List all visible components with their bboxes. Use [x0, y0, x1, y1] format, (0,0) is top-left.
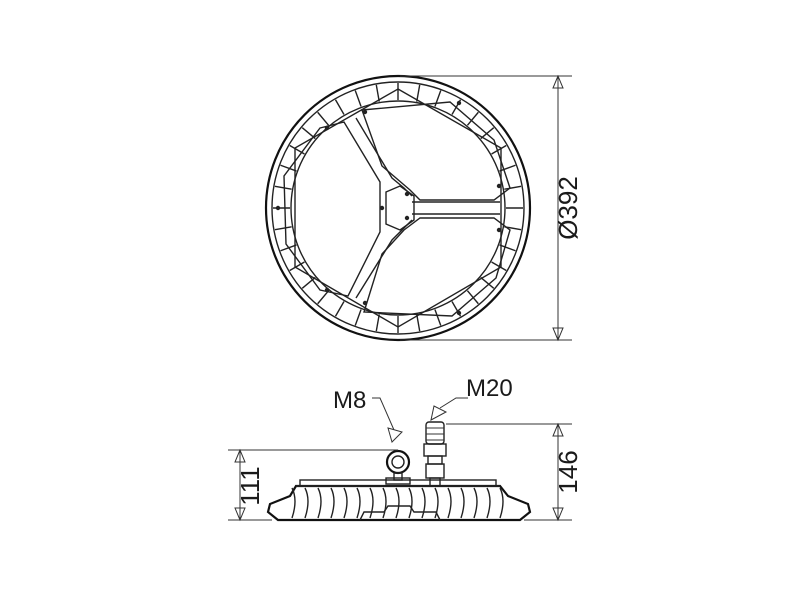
side-fin — [434, 487, 439, 519]
fin-divider — [289, 261, 305, 272]
arrow-up-icon — [552, 422, 564, 437]
diameter-dimension: Ø392 — [400, 74, 583, 342]
side-fin — [499, 487, 504, 519]
callout-m20: M20 — [430, 375, 513, 421]
inner-housing — [294, 88, 502, 328]
top-view: Ø392 — [264, 74, 583, 342]
bottom-lens-detail — [359, 505, 441, 521]
side-fins — [291, 487, 504, 519]
fin-divider — [416, 314, 421, 332]
fin-divider — [354, 90, 362, 107]
screw-icon — [496, 183, 502, 189]
cable-gland — [423, 421, 447, 487]
screw-icon — [379, 205, 385, 211]
screw-icon — [362, 109, 368, 115]
lens-panel-left — [283, 121, 381, 297]
fin-divider — [334, 99, 345, 115]
arrow-icon — [387, 427, 403, 443]
side-fin — [356, 487, 361, 519]
screw-icon — [362, 300, 368, 306]
side-fin — [382, 487, 387, 519]
height-dimension-146: 146 — [446, 422, 583, 522]
fin-divider — [301, 276, 316, 289]
lens-panel-bottom-right — [363, 217, 511, 317]
side-fin — [369, 487, 374, 519]
side-fin — [317, 487, 322, 519]
side-fin — [460, 487, 465, 519]
side-fin — [291, 487, 296, 519]
center-arm-right — [412, 201, 500, 215]
screws — [275, 100, 502, 316]
side-fin — [343, 487, 348, 519]
side-fin — [473, 487, 478, 519]
fin-divider — [375, 84, 380, 102]
fin-divider — [499, 244, 516, 252]
screw-icon — [404, 191, 410, 197]
diameter-label: Ø392 — [553, 176, 583, 240]
screw-icon — [275, 205, 281, 211]
fin-divider — [499, 164, 516, 172]
fin-divider — [491, 144, 507, 155]
fin-divider — [375, 314, 380, 332]
arrow-up-icon — [552, 74, 564, 89]
side-view: M8 M20 111 146 — [228, 375, 583, 522]
fin-divider — [280, 164, 297, 172]
fin-divider — [434, 309, 442, 326]
center-hub — [385, 185, 415, 231]
height-small-label: 111 — [235, 466, 265, 506]
fin-divider — [317, 290, 330, 305]
cable-gland-label: M20 — [466, 375, 513, 402]
lens-panel-top-right — [361, 101, 511, 201]
side-fin — [304, 487, 309, 519]
fin-divider — [480, 276, 495, 289]
side-fin — [486, 487, 491, 519]
fin-divider — [416, 84, 421, 102]
screw-icon — [496, 227, 502, 233]
fin-divider — [354, 309, 362, 326]
fin-ring-inner — [290, 100, 506, 316]
rim-inner-edge — [271, 81, 525, 335]
height-large-label: 146 — [553, 450, 583, 493]
side-fin — [395, 487, 400, 519]
center-arm-lower — [355, 219, 413, 299]
screw-icon — [404, 215, 410, 221]
screw-icon — [324, 287, 330, 293]
side-fin — [330, 487, 335, 519]
fin-divider — [434, 90, 442, 107]
fin-divider — [466, 111, 479, 126]
side-fin — [447, 487, 452, 519]
screw-icon — [456, 100, 462, 106]
fin-divider — [334, 301, 345, 317]
screw-icon — [456, 310, 462, 316]
side-fin — [408, 487, 413, 519]
fin-divider — [504, 185, 522, 190]
fin-divider — [274, 226, 292, 231]
arrow-up-icon — [234, 448, 246, 463]
eye-bolt — [385, 449, 411, 485]
side-fin — [421, 487, 426, 519]
arrow-icon — [430, 405, 448, 421]
screw-icon — [324, 125, 330, 131]
eye-bolt-label: M8 — [333, 387, 366, 414]
arrow-down-icon — [552, 507, 564, 522]
fin-divider — [480, 127, 495, 140]
heatsink-fins — [273, 83, 523, 333]
arrow-down-icon — [552, 327, 564, 342]
height-dimension-111: 111 — [228, 448, 398, 522]
callout-m8: M8 — [333, 387, 403, 443]
fin-divider — [317, 111, 330, 126]
arrow-down-icon — [234, 507, 246, 522]
fin-divider — [274, 185, 292, 190]
outer-rim — [264, 74, 532, 342]
